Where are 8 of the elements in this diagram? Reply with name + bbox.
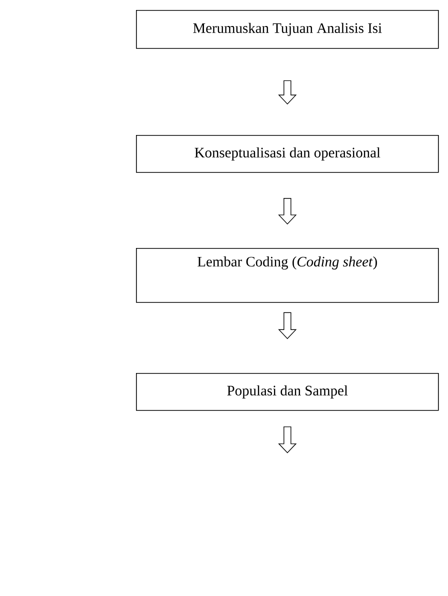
arrow [278,80,297,104]
process-box: Merumuskan Tujuan Analisis Isi [136,10,439,49]
process-box: Konseptualisasi dan operasional [136,135,439,173]
arrow [278,198,297,224]
process-box: Populasi dan Sampel [136,373,439,411]
arrow [278,426,297,454]
arrow [278,312,297,340]
process-box: Lembar Coding (Coding sheet) [136,248,439,303]
